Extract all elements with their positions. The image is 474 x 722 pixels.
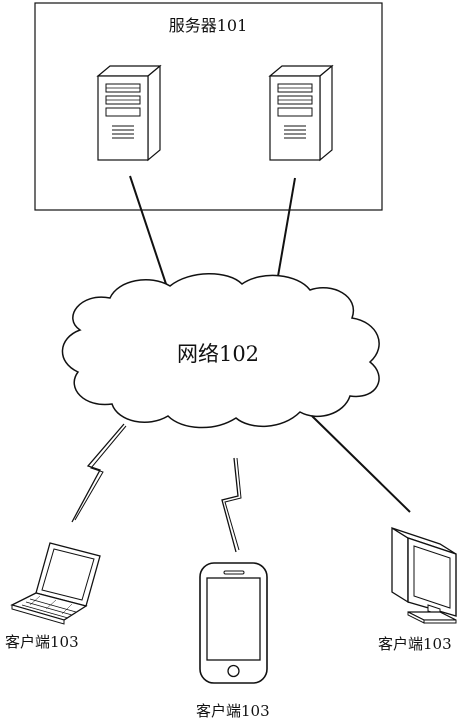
server-icon [96, 64, 162, 162]
server-group: 服务器101 [34, 2, 383, 211]
network-cloud: 网络102 [61, 273, 380, 429]
server-network-link [276, 177, 296, 283]
desktop-monitor-icon [391, 526, 457, 624]
server-group-frame [34, 2, 383, 211]
laptop-icon [10, 542, 101, 625]
desktop-client-label: 客户端103 [378, 635, 452, 653]
wired-link-desktop [311, 415, 411, 513]
phone-icon [199, 562, 268, 684]
server-icon [268, 64, 334, 162]
network-label: 网络102 [177, 342, 259, 366]
server-group-label: 服务器101 [169, 16, 248, 35]
laptop-client-label: 客户端103 [5, 633, 79, 651]
wireless-link-laptop [71, 423, 125, 523]
wireless-link-laptop-shadow [74, 425, 127, 521]
wireless-link-phone-shadow [224, 457, 242, 551]
server-network-link [129, 175, 167, 285]
wireless-link-phone [221, 457, 239, 553]
cloud-outline [61, 273, 380, 429]
phone-client-label: 客户端103 [196, 702, 270, 720]
